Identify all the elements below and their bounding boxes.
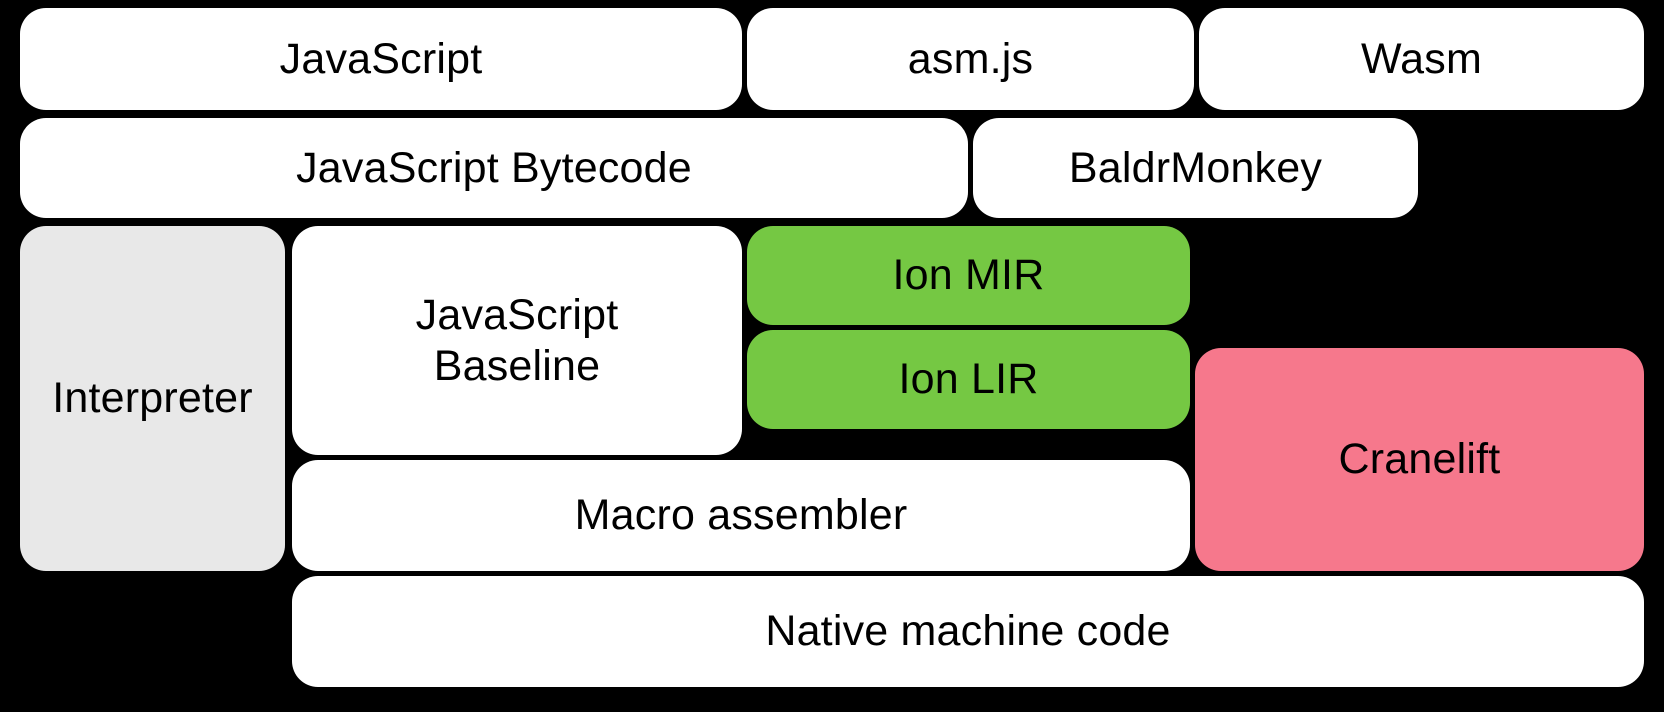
node-macro-assembler[interactable]: Macro assembler (292, 460, 1190, 571)
node-wasm[interactable]: Wasm (1199, 8, 1644, 110)
node-javascript-bytecode[interactable]: JavaScript Bytecode (20, 118, 968, 218)
node-javascript[interactable]: JavaScript (20, 8, 742, 110)
node-native-machine-code[interactable]: Native machine code (292, 576, 1644, 687)
node-javascript-baseline[interactable]: JavaScript Baseline (292, 226, 742, 455)
node-ion-lir[interactable]: Ion LIR (747, 330, 1190, 429)
node-ion-mir[interactable]: Ion MIR (747, 226, 1190, 325)
node-baldrmonkey[interactable]: BaldrMonkey (973, 118, 1418, 218)
node-cranelift[interactable]: Cranelift (1195, 348, 1644, 571)
node-interpreter[interactable]: Interpreter (20, 226, 285, 571)
node-asmjs[interactable]: asm.js (747, 8, 1194, 110)
